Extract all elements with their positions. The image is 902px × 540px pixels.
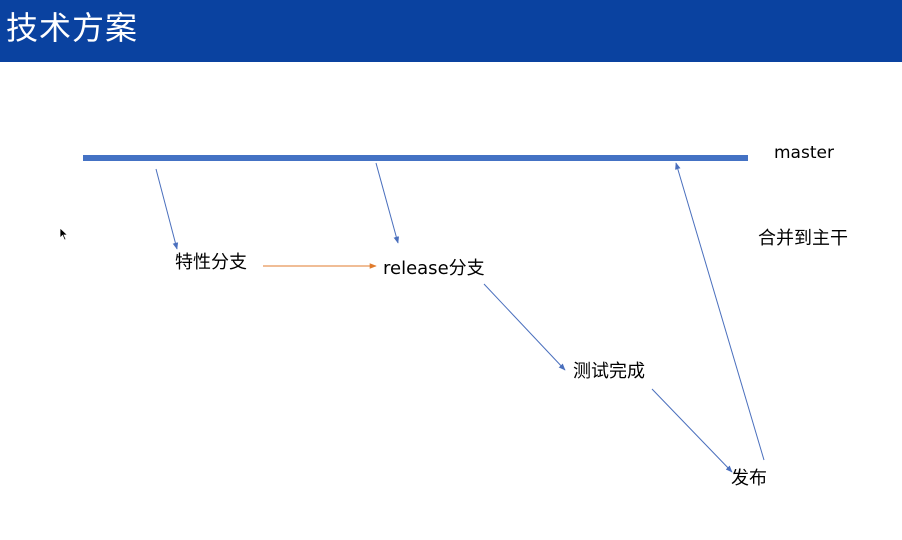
title-bar: 技术方案 <box>0 0 902 62</box>
merge-to-trunk-label: 合并到主干 <box>758 228 848 249</box>
test-done-label: 测试完成 <box>573 361 645 382</box>
arrow-test-to-publish <box>651 388 733 473</box>
page-title: 技术方案 <box>6 9 139 47</box>
feature-branch-label: 特性分支 <box>175 252 247 273</box>
arrow-release-to-test <box>483 283 566 371</box>
master-label: master <box>774 143 834 163</box>
release-branch-label: release分支 <box>383 258 485 279</box>
arrow-master-to-feature <box>155 168 179 250</box>
publish-label: 发布 <box>731 468 767 489</box>
arrow-publish-to-master <box>675 162 765 461</box>
mouse-pointer-icon <box>59 227 69 241</box>
arrow-master-to-release <box>375 162 400 244</box>
